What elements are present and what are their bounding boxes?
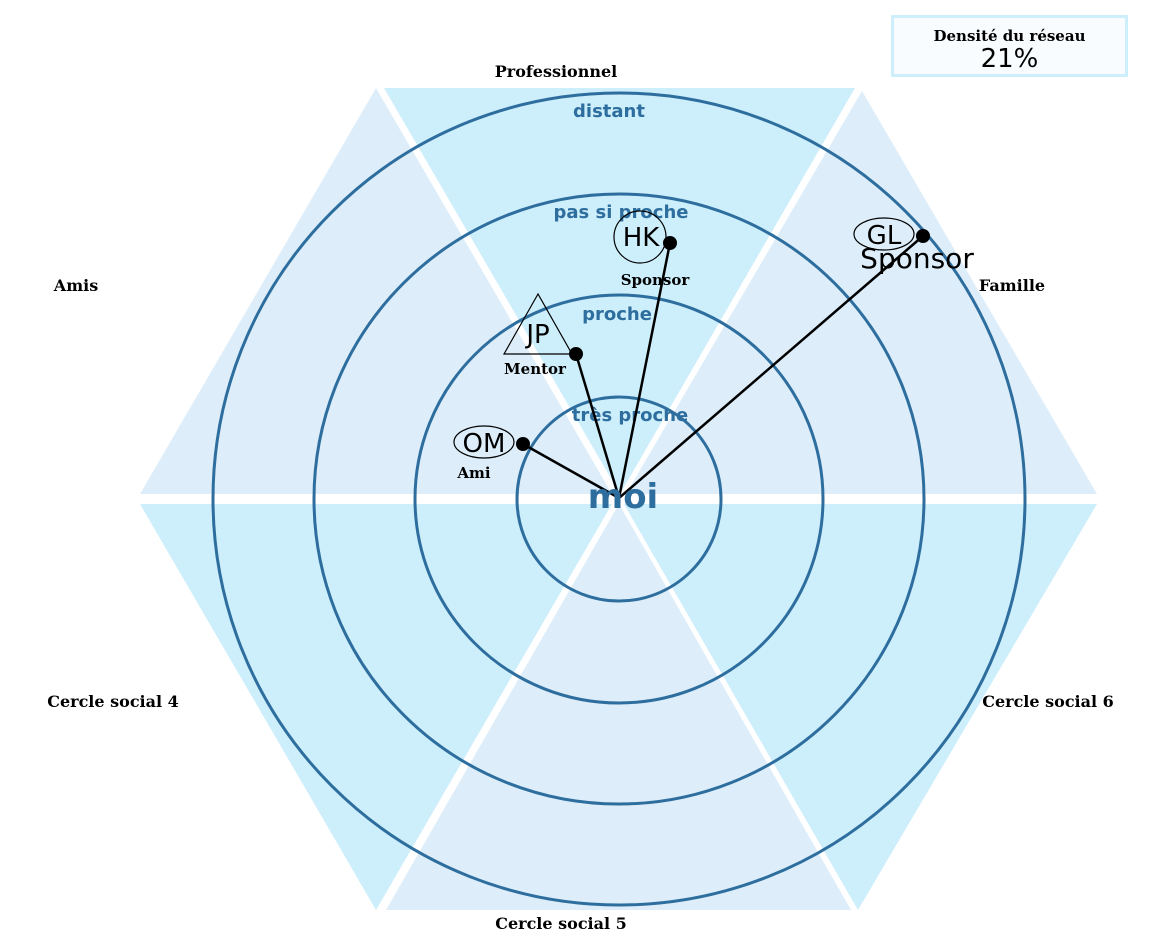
sector-amis[interactable] [140, 88, 612, 494]
connection-jp [574, 353, 621, 499]
contact-node[interactable] [569, 347, 583, 361]
connection-hk [617, 242, 672, 499]
contact-initials: OM [463, 429, 506, 459]
contact-initials: GL [867, 221, 902, 251]
sector-cercle-social-5[interactable] [386, 504, 851, 910]
ring-proche [413, 293, 825, 705]
ring-pas-si-proche [312, 192, 926, 806]
sector-label-cercle-social-4: Cercle social 4 [47, 692, 179, 711]
contact-shape-ellipse [453, 425, 515, 459]
sector-label-cercle-social-5: Cercle social 5 [495, 914, 627, 933]
connection-gl [618, 235, 924, 499]
contact-jp[interactable]: JP Mentor [502, 292, 583, 378]
rings [211, 91, 1027, 907]
contact-role: Mentor [504, 360, 567, 378]
contact-om[interactable]: OM Ami [453, 425, 530, 482]
contact-role: Sponsor [860, 242, 974, 275]
ring-label-tres-proche: très proche [572, 405, 689, 426]
sector-cercle-social-4[interactable] [140, 504, 612, 910]
contact-node[interactable] [663, 236, 677, 250]
sectors [140, 88, 1097, 910]
contact-role: Ami [456, 464, 491, 482]
sector-cercle-social-6[interactable] [624, 504, 1097, 910]
connection-om [522, 442, 620, 500]
sector-label-amis: Amis [53, 276, 98, 295]
ring-label-pas-si-proche: pas si proche [554, 202, 689, 223]
ring-tres-proche [515, 395, 723, 603]
contact-node[interactable] [516, 437, 530, 451]
sector-label-cercle-social-6: Cercle social 6 [982, 692, 1114, 711]
contact-role: Sponsor [621, 271, 691, 289]
contact-shape-ellipse [853, 217, 915, 251]
sector-label-famille: Famille [979, 276, 1045, 295]
contact-initials: JP [524, 320, 549, 350]
center-label: moi [588, 477, 658, 517]
density-value: 21% [980, 44, 1039, 74]
contact-initials: HK [623, 223, 661, 253]
ring-label-proche: proche [582, 304, 652, 325]
sector-professionnel[interactable] [384, 88, 855, 494]
contact-shape-triangle [502, 292, 574, 355]
contact-shape-circle [613, 210, 667, 264]
sector-label-professionnel: Professionnel [495, 62, 617, 81]
sector-famille[interactable] [626, 91, 1097, 494]
contact-hk[interactable]: HK Sponsor [613, 210, 691, 289]
density-title: Densité du réseau [933, 27, 1086, 45]
ring-distant [211, 91, 1027, 907]
contact-gl[interactable]: GL Sponsor [853, 217, 974, 275]
density-panel: Densité du réseau 21% [891, 15, 1128, 77]
contact-node[interactable] [916, 229, 930, 243]
ring-label-distant: distant [573, 101, 645, 122]
connections [522, 235, 924, 500]
